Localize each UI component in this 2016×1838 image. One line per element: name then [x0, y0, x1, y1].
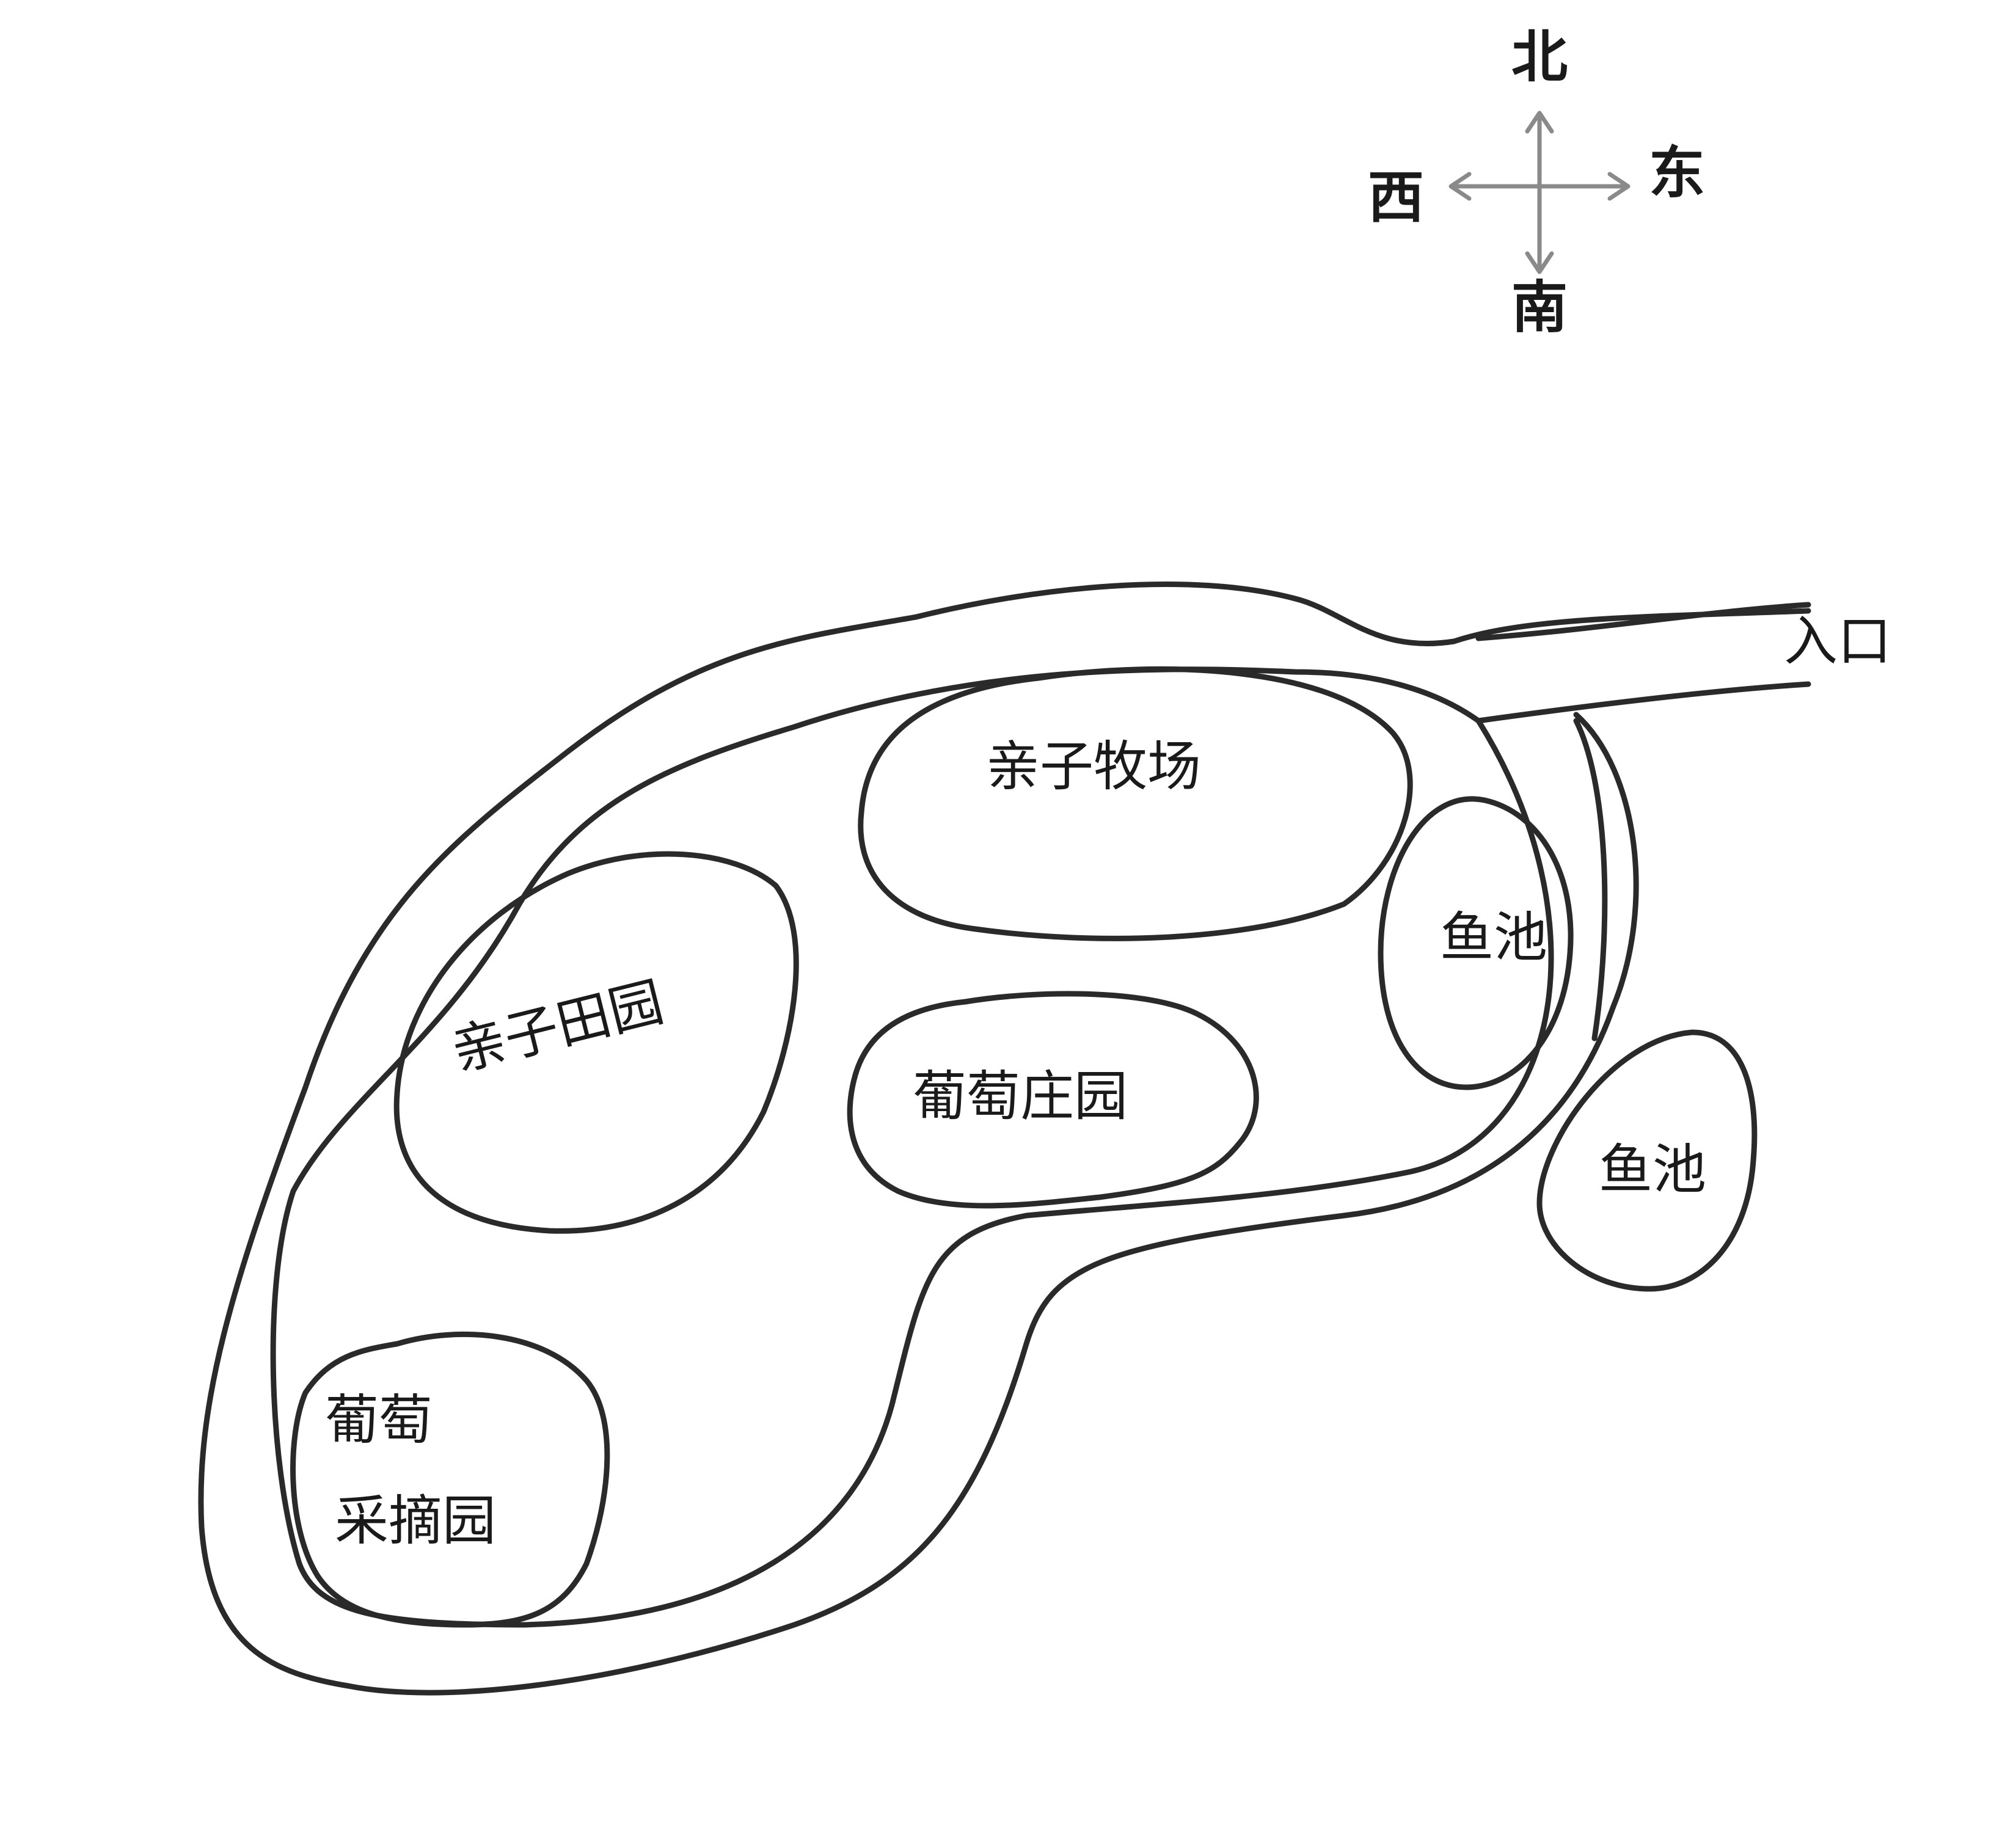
grape-manor-area [847, 991, 1259, 1209]
grape-picking-area [290, 1331, 610, 1628]
fish-pond-inner-label: 鱼池 [1440, 906, 1547, 969]
inner-road-boundary [270, 666, 1554, 1628]
north-arrowhead [1525, 111, 1554, 134]
grape-picking-label-line1: 葡萄 [325, 1388, 433, 1451]
south-arrowhead [1525, 251, 1554, 274]
entrance-road-top [1475, 602, 1811, 641]
compass-east-label: 东 [1649, 140, 1705, 206]
entrance-road-bottom [1475, 681, 1811, 724]
family-garden-label: 亲子田园 [445, 970, 669, 1083]
entrance-label: 入口 [1784, 610, 1891, 673]
grape-picking-label-line2: 采摘园 [335, 1489, 496, 1552]
compass: 北 南 东 西 [1368, 24, 1705, 340]
family-ranch-area [858, 666, 1413, 941]
grape-manor-label: 葡萄庄园 [913, 1065, 1128, 1128]
compass-south-label: 南 [1511, 275, 1568, 340]
east-arrowhead [1607, 172, 1631, 201]
outer-road-boundary [198, 582, 1811, 1696]
connector-road [1573, 718, 1608, 1041]
compass-north-label: 北 [1511, 24, 1568, 90]
fish-pond-outer-area [1536, 1029, 1758, 1292]
fish-pond-inner-area [1378, 796, 1574, 1090]
compass-west-label: 西 [1368, 165, 1424, 230]
west-arrowhead [1448, 172, 1472, 201]
fish-pond-outer-label: 鱼池 [1599, 1138, 1706, 1201]
family-ranch-label: 亲子牧场 [986, 735, 1201, 798]
family-garden-area [393, 851, 799, 1234]
